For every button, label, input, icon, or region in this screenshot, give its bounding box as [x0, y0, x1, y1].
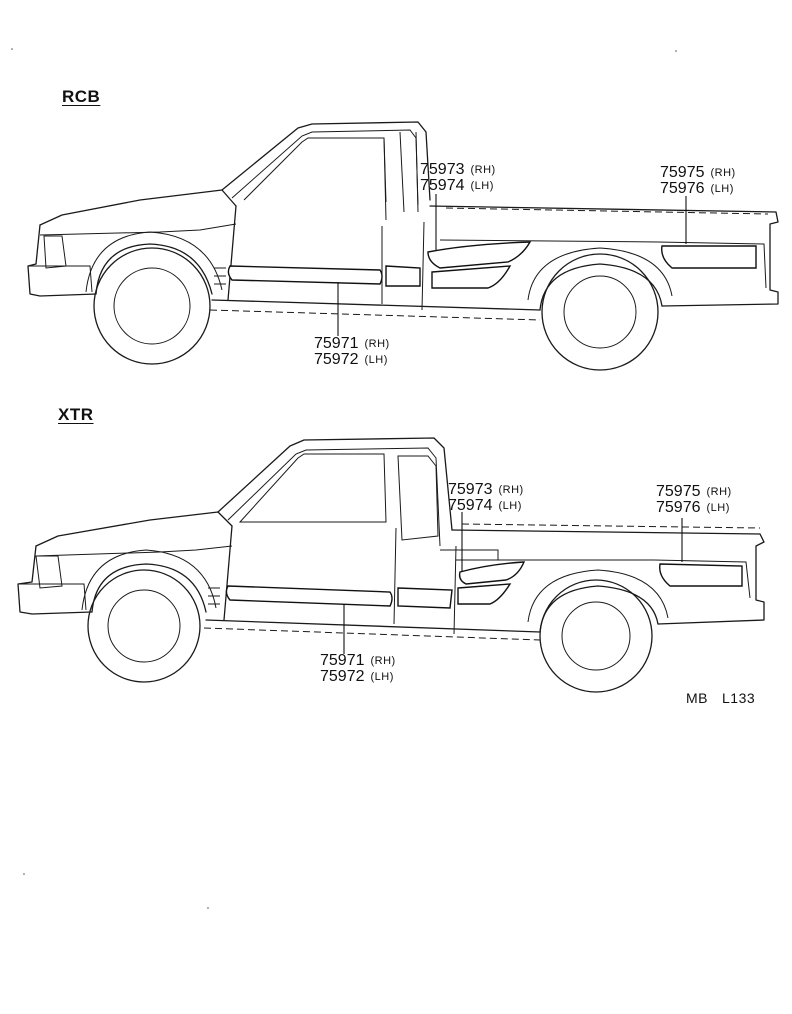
side-label: (LH)	[470, 180, 494, 192]
figure-reference: MB L133	[686, 690, 755, 706]
side-label: (RH)	[370, 655, 396, 667]
callout-door-molding-xtr: 75971 (RH) 75972 (LH)	[320, 653, 396, 685]
part-number: 75973	[420, 161, 465, 178]
figure-reference-prefix: MB	[686, 690, 708, 706]
callout-cab-molding-xtr: 75973 (RH) 75974 (LH)	[448, 482, 524, 514]
xtr-cab-molding	[458, 561, 526, 585]
part-number: 75976	[656, 499, 701, 516]
part-number: 75972	[314, 351, 359, 368]
xtr-truck-illustration	[17, 437, 765, 693]
xtr-bed-molding	[659, 563, 743, 587]
side-label: (RH)	[498, 484, 524, 496]
callout-bed-molding-rcb: 75975 (RH) 75976 (LH)	[660, 165, 736, 197]
part-number: 75972	[320, 668, 365, 685]
side-label: (RH)	[710, 167, 736, 179]
rcb-bed-molding	[661, 245, 757, 269]
rcb-door-molding	[227, 265, 383, 285]
side-label: (RH)	[364, 338, 390, 350]
figure-reference-code: L133	[722, 690, 756, 706]
variant-label-rcb: RCB	[62, 87, 101, 106]
side-label: (LH)	[710, 183, 734, 195]
rcb-cab-molding	[427, 241, 532, 269]
part-number: 75973	[448, 481, 493, 498]
part-number: 75975	[660, 164, 705, 181]
side-label: (LH)	[364, 354, 388, 366]
side-label: (LH)	[498, 500, 522, 512]
part-number: 75974	[420, 177, 465, 194]
part-number: 75974	[448, 497, 493, 514]
xtr-door-molding	[225, 585, 393, 607]
part-number: 75971	[314, 335, 359, 352]
variant-label-xtr: XTR	[58, 405, 94, 424]
side-label: (LH)	[370, 671, 394, 683]
part-number: 75975	[656, 483, 701, 500]
side-label: (RH)	[706, 486, 732, 498]
part-number: 75971	[320, 652, 365, 669]
side-label: (LH)	[706, 502, 730, 514]
callout-bed-molding-xtr: 75975 (RH) 75976 (LH)	[656, 484, 732, 516]
callout-door-molding-rcb: 75971 (RH) 75972 (LH)	[314, 336, 390, 368]
part-number: 75976	[660, 180, 705, 197]
side-label: (RH)	[470, 164, 496, 176]
callout-cab-molding-rcb: 75973 (RH) 75974 (LH)	[420, 162, 496, 194]
rcb-truck-illustration	[27, 121, 779, 371]
